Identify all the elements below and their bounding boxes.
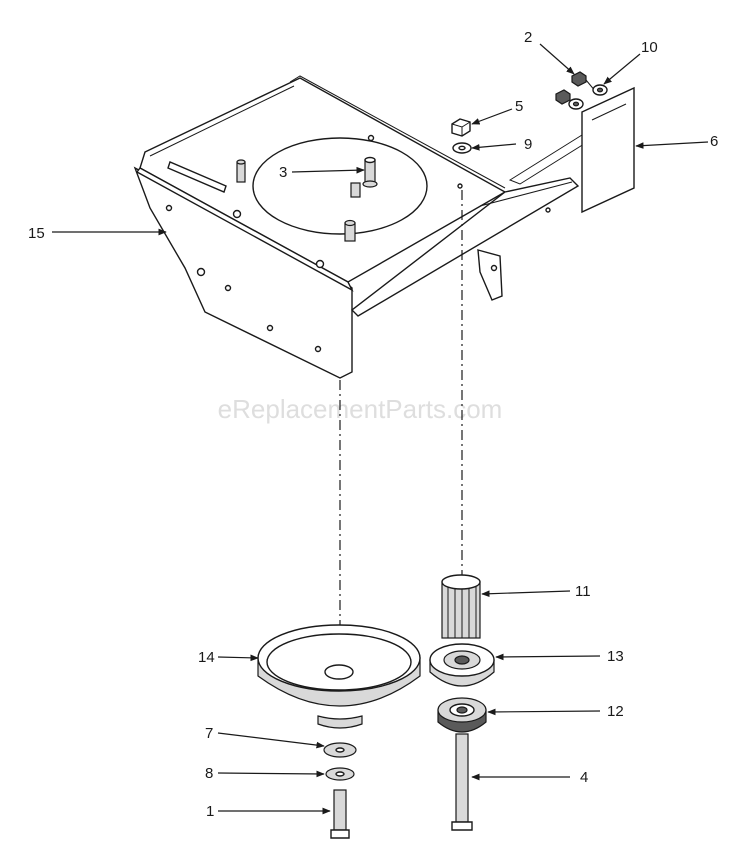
shaft-part-4 bbox=[451, 733, 473, 831]
gear-part-11 bbox=[441, 574, 481, 639]
decal-part-6 bbox=[581, 86, 635, 214]
callout-13: 13 bbox=[607, 648, 624, 665]
callout-7: 7 bbox=[205, 725, 213, 742]
callout-4: 4 bbox=[580, 769, 588, 786]
large-pulley-part-14 bbox=[257, 624, 421, 729]
washer-part-8 bbox=[325, 767, 355, 781]
callout-10: 10 bbox=[641, 39, 658, 56]
callout-14: 14 bbox=[198, 649, 215, 666]
washer-part-7 bbox=[323, 742, 357, 758]
callout-6: 6 bbox=[710, 133, 718, 150]
callout-8: 8 bbox=[205, 765, 213, 782]
callout-15: 15 bbox=[28, 225, 45, 242]
callout-11: 11 bbox=[575, 583, 591, 600]
callout-12: 12 bbox=[607, 703, 624, 720]
callout-3: 3 bbox=[279, 164, 287, 181]
callout-9: 9 bbox=[524, 136, 532, 153]
callout-2: 2 bbox=[524, 29, 532, 46]
stud-part-3 bbox=[362, 156, 378, 188]
callout-5: 5 bbox=[515, 98, 523, 115]
nut-part-5 bbox=[451, 118, 471, 137]
mounting-bracket-part-15 bbox=[133, 75, 602, 379]
washer-part-9 bbox=[452, 142, 472, 154]
bolt-part-1 bbox=[330, 789, 350, 839]
washers-part-10 bbox=[568, 84, 608, 110]
watermark-text: eReplacementParts.com bbox=[218, 394, 503, 424]
pulley-part-12 bbox=[437, 697, 487, 733]
callout-1: 1 bbox=[206, 803, 214, 820]
idler-pulley-part-13 bbox=[429, 643, 495, 687]
